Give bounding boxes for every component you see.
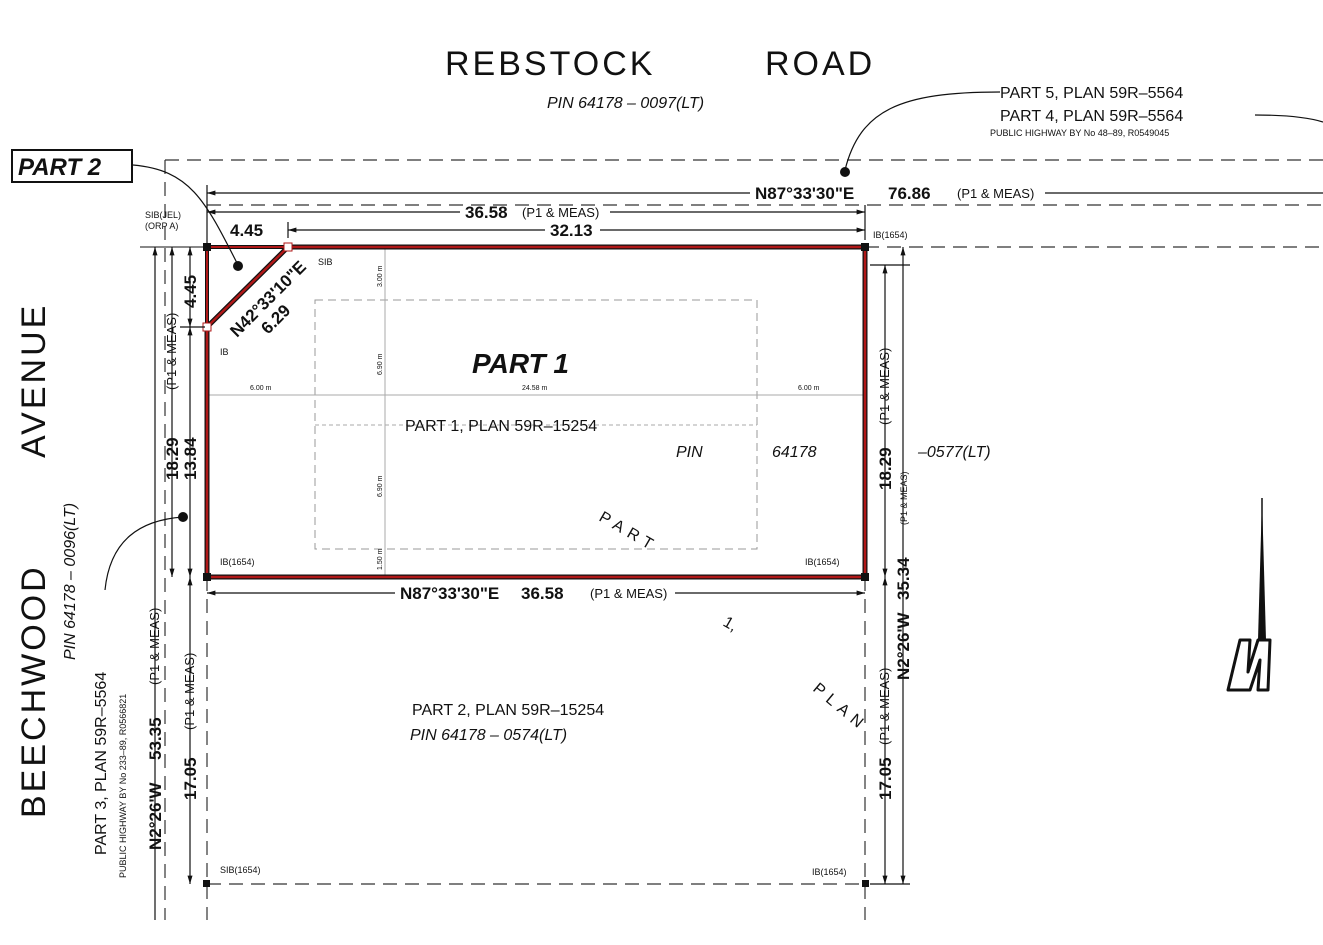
- callout-part4: PART 4, PLAN 59R–5564: [1000, 108, 1183, 125]
- road-name-avenue: AVENUE: [15, 303, 53, 458]
- dim-left-lower: 17.05: [181, 757, 200, 800]
- dim-bottom-bearing: N87°33'30"E: [400, 584, 499, 603]
- dim-left-total-pm: (P1 & MEAS): [147, 608, 162, 685]
- dim-corner-v: 4.45: [181, 275, 200, 308]
- dim-right-depth: 18.29: [876, 447, 895, 490]
- dim-left-partial: 13.84: [181, 437, 200, 480]
- callout-part3: PART 3, PLAN 59R–5564: [93, 672, 110, 855]
- dim-inner-69b: 6.90 m: [377, 475, 384, 497]
- road-name-beechwood: BEECHWOOD: [15, 564, 53, 818]
- part2-label-box: [11, 149, 133, 183]
- dim-right-bearing: N2°26'W: [894, 612, 913, 680]
- pin-mid-3: –0577(LT): [917, 444, 991, 461]
- dim-inner-6a: 6.00 m: [250, 385, 272, 392]
- dim-right-lower-pm: (P1 & MEAS): [877, 668, 892, 745]
- pin-mid-2: 64178: [772, 444, 817, 461]
- dim-left-total: 53.35: [146, 717, 165, 760]
- dim-corner-h: 4.45: [230, 221, 263, 240]
- callout-highway-top: PUBLIC HIGHWAY BY No 48–89, R0549045: [990, 128, 1169, 138]
- mon-ib-bl: IB(1654): [220, 557, 255, 567]
- part1-title: PART 1: [472, 348, 569, 379]
- leaders: [104, 91, 1323, 591]
- dim-top-overall: 76.86: [888, 184, 931, 203]
- mon-sib-jel: SIB(JEL): [145, 210, 181, 220]
- dim-top-width-pm: (P1 & MEAS): [522, 205, 599, 220]
- dim-right-depth-pm: (P1 & MEAS): [877, 348, 892, 425]
- dim-right-total: 35.34: [894, 557, 913, 600]
- part2-label: PART 2: [18, 154, 102, 181]
- mon-orp: (ORP A): [145, 221, 178, 231]
- dim-inner-3: 3.00 m: [377, 265, 384, 287]
- dim-bottom-width: 36.58: [521, 584, 564, 603]
- dim-top-bearing: N87°33'30"E: [755, 184, 854, 203]
- dim-top-width: 36.58: [465, 203, 508, 222]
- dim-left-depth-pm: (P1 & MEAS): [164, 313, 179, 390]
- part2-plan: PART 2, PLAN 59R–15254: [412, 702, 604, 719]
- pin-mid-1: PIN: [676, 444, 703, 461]
- callout-highway-left: PUBLIC HIGHWAY BY No 233–89, R0566821: [118, 694, 128, 878]
- north-arrow-icon: [1226, 498, 1272, 692]
- dim-inner-2458: 24.58 m: [522, 385, 547, 392]
- lot-lines: [140, 159, 1323, 920]
- dim-right-total-pm: (P1 & MEAS): [899, 471, 909, 525]
- mon-ib-tr: IB(1654): [873, 230, 908, 240]
- dim-left-bearing: N2°26'W: [146, 782, 165, 850]
- dim-top-short: 32.13: [550, 221, 593, 240]
- part2-pin: PIN 64178 – 0574(LT): [410, 727, 567, 744]
- dim-left-lower-pm: (P1 & MEAS): [182, 653, 197, 730]
- part1-plan: PART 1, PLAN 59R–15254: [405, 418, 597, 435]
- building-envelope: [207, 247, 865, 577]
- dim-top-pm: (P1 & MEAS): [957, 186, 1034, 201]
- dim-bottom-pm: (P1 & MEAS): [590, 586, 667, 601]
- mon-ib-bottom: IB(1654): [812, 867, 847, 877]
- road-pin-top: PIN 64178 – 0097(LT): [547, 95, 704, 112]
- road-name-road: ROAD: [765, 45, 875, 83]
- mon-sib-bottom: SIB(1654): [220, 865, 261, 875]
- diag-plan: PLAN: [809, 680, 870, 735]
- mon-sib: SIB: [318, 257, 333, 267]
- road-name-rebstock: REBSTOCK: [445, 45, 655, 83]
- dimension-lines: [152, 185, 1323, 920]
- dim-inner-69a: 6.90 m: [377, 353, 384, 375]
- mon-ib: IB: [220, 347, 229, 357]
- dim-right-lower: 17.05: [876, 757, 895, 800]
- dim-inner-6b: 6.00 m: [798, 385, 820, 392]
- callout-part5: PART 5, PLAN 59R–5564: [1000, 85, 1183, 102]
- dim-inner-15: 1.50 m: [377, 548, 384, 570]
- dim-left-depth: 18.29: [163, 437, 182, 480]
- diag-one: 1,: [720, 614, 740, 635]
- part1-boundary: [202, 242, 869, 887]
- mon-ib-br: IB(1654): [805, 557, 840, 567]
- road-pin-left: PIN 64178 – 0096(LT): [62, 503, 79, 660]
